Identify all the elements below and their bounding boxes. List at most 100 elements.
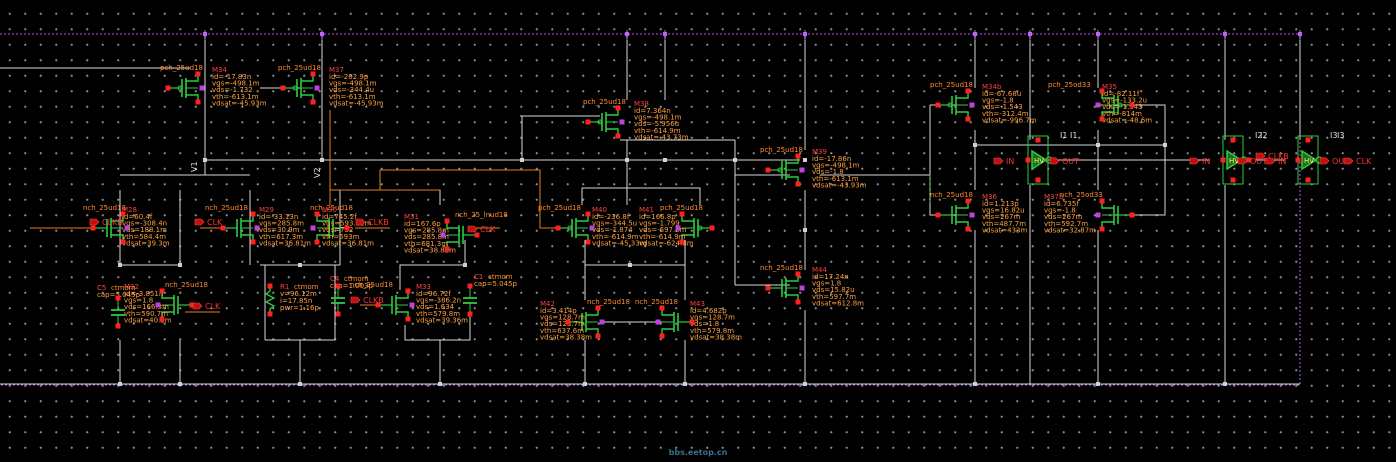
op-point-param: vds=267m <box>982 213 1020 221</box>
device-model: nch_25ud18 <box>635 298 678 306</box>
pin-in-1[interactable]: IN <box>993 157 1014 166</box>
op-point-param: id=-82.11f <box>1102 90 1140 98</box>
wire[interactable] <box>627 187 701 205</box>
op-point-param: vth=592.7m <box>1044 220 1088 228</box>
drain-pin <box>250 211 256 217</box>
op-point-param: id=96.72f <box>416 290 451 298</box>
pin-in-2[interactable]: IN <box>1189 157 1210 166</box>
op-point-param: vgs=285.8m <box>259 220 304 228</box>
wire[interactable] <box>204 34 800 161</box>
device-model: nch_25ud18 <box>205 204 248 212</box>
device-instance: M28 <box>122 206 137 214</box>
pin-clk-3[interactable]: CLK <box>192 302 221 311</box>
source-pin <box>615 133 621 139</box>
passive-instance: C1 <box>474 273 483 281</box>
pin-clkb-1[interactable]: CLKB <box>89 218 123 227</box>
device-model: nch_25_lnud18 <box>455 211 508 219</box>
wire[interactable] <box>404 310 471 341</box>
rail-junction <box>1298 32 1302 36</box>
transistor-m31[interactable]: nch_25_lnud18M31id=167.6pvgs=285.8mvds=2… <box>404 211 508 254</box>
op-point-param: id=-236.8f <box>592 213 630 221</box>
transistor-m30[interactable]: nch_25ud18M30id=745.2fvgs=593.12mvds=732… <box>310 204 374 247</box>
op-point-param: vth=-312.4m <box>982 110 1029 118</box>
pin-label: CLK <box>205 302 221 311</box>
net-label: V1 <box>190 161 199 172</box>
source-pin <box>310 99 316 105</box>
op-point-param: vth=-613.1m <box>212 93 259 101</box>
pin-clk-4[interactable]: CLK <box>1343 157 1372 166</box>
device-model: pch_25ud18 <box>538 204 581 212</box>
transistor-m37b[interactable]: nch_25od33M37bid=6.735fvgs=-1.8vds=267mv… <box>1044 191 1132 234</box>
gate-pin <box>765 167 771 173</box>
gate-pin <box>165 85 171 91</box>
drain-pin <box>314 211 320 217</box>
op-point-param: vgs=-498.1m <box>812 162 860 170</box>
wire[interactable] <box>399 240 466 290</box>
op-point-param: vds=267m <box>1044 213 1082 221</box>
op-point-param: vds=-1.543 <box>1102 103 1143 111</box>
vdd-rail[interactable] <box>0 33 1301 386</box>
pin-label: IN <box>1278 157 1286 166</box>
junction-dot <box>178 263 182 267</box>
pin-clkb-4[interactable]: CLKB <box>1255 152 1289 161</box>
drain-pin <box>585 211 591 217</box>
op-point-param: vdsat=612.8m <box>812 299 864 307</box>
op-point-param: vth=617.3m <box>259 233 303 241</box>
op-point-param: vgs=-344.5u <box>592 220 637 228</box>
drain-pin <box>965 198 971 204</box>
op-point-param: vth=590.7m <box>124 310 168 318</box>
pin-clk-1[interactable]: CLK <box>194 218 223 227</box>
bulk-pin <box>969 212 975 218</box>
gate-pin <box>90 225 96 231</box>
pin-out-1[interactable]: OUT <box>1049 157 1079 166</box>
wire[interactable] <box>420 189 441 205</box>
pin-clk-2[interactable]: CLK <box>467 225 496 234</box>
terminal-pin <box>467 283 473 289</box>
device-model: nch_25ud18 <box>760 264 803 272</box>
op-point-param: vth=593m <box>322 233 360 241</box>
op-point-param: vgs=1.8 <box>812 280 841 288</box>
source-pin <box>679 239 685 245</box>
op-point-param: vds=166.3m <box>124 303 169 311</box>
pin-out-2[interactable]: OUT <box>1237 157 1267 166</box>
net-v2-route[interactable] <box>380 169 570 229</box>
transistor-m32[interactable]: nch_25ud18M32id=-3.851nvgs=1.8vds=166.3m… <box>124 281 208 324</box>
pin-clkb-3[interactable]: CLKB <box>350 296 384 305</box>
pin-out-3[interactable]: OUT <box>1319 157 1349 166</box>
drain-pin <box>1099 88 1105 94</box>
op-point-param: vgs=-308.4n <box>122 220 167 228</box>
pin-in-3[interactable]: IN <box>1265 157 1286 166</box>
bulk-pin <box>799 167 805 173</box>
pin-clkb-2[interactable]: CLKB <box>355 218 389 227</box>
transistor-m41[interactable]: pch_25ud18M41id=166.8pvgs=-1.799vds=-697… <box>639 204 712 247</box>
junction-dot <box>298 382 302 386</box>
op-point-param: vds=30.9m <box>259 226 300 234</box>
transistor-m42[interactable]: nch_25ud18M42id=3.414pvgs=128.7mvds=123.… <box>540 298 630 341</box>
wire[interactable] <box>581 187 627 205</box>
op-point-param: vth=597.7m <box>812 293 856 301</box>
drain-pin <box>159 288 165 294</box>
gate-pin <box>709 225 715 231</box>
op-point-param: vgs=285.8m <box>404 227 449 235</box>
device-instance: M30 <box>322 206 337 214</box>
bulk-pin <box>589 225 595 231</box>
gate-pin <box>189 302 195 308</box>
op-point-param: vdsat=433m <box>982 226 1027 234</box>
